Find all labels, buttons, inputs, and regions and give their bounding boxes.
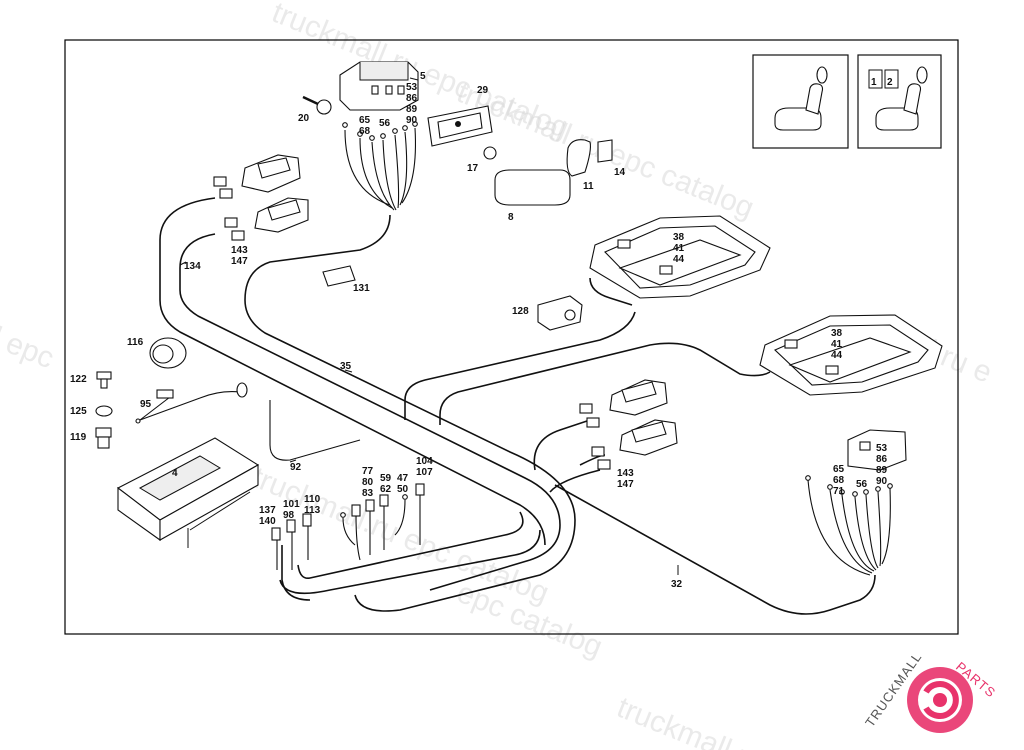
label-50: 50 xyxy=(397,484,409,495)
label-35: 35 xyxy=(340,361,352,372)
label-134: 134 xyxy=(184,261,201,272)
label-4: 4 xyxy=(172,468,178,479)
label-80: 80 xyxy=(362,477,374,488)
label-147-lower: 147 xyxy=(617,479,634,490)
label-86-top: 86 xyxy=(406,93,418,104)
switch-128 xyxy=(537,295,583,331)
label-83: 83 xyxy=(362,488,374,499)
cover-8 xyxy=(494,169,571,206)
lower-right-fan-bundle xyxy=(805,475,893,576)
label-17: 17 xyxy=(467,163,479,174)
label-20: 20 xyxy=(298,113,310,124)
label-65-right: 65 xyxy=(833,464,845,475)
label-14: 14 xyxy=(614,167,626,178)
label-44-lower: 44 xyxy=(831,350,843,361)
watermark-text-bottom: truckmall.ru xyxy=(612,691,768,750)
label-71: 71 xyxy=(833,486,845,497)
label-77: 77 xyxy=(362,466,374,477)
label-98: 98 xyxy=(283,510,295,521)
label-143-lower: 143 xyxy=(617,468,634,479)
screw-20 xyxy=(302,95,332,115)
label-56-top: 56 xyxy=(379,118,391,129)
switch-panel-29 xyxy=(427,105,493,147)
label-125: 125 xyxy=(70,406,87,417)
callout-leaders xyxy=(179,261,679,575)
label-68-top: 68 xyxy=(359,126,371,137)
bottom-connectors xyxy=(271,483,425,570)
label-65-top: 65 xyxy=(359,115,371,126)
label-128: 128 xyxy=(512,306,529,317)
label-116: 116 xyxy=(127,337,144,348)
relay-block-right xyxy=(847,429,907,471)
grommet-116 xyxy=(149,337,187,369)
wire-harness xyxy=(139,197,876,615)
label-90-right: 90 xyxy=(876,476,888,487)
label-59: 59 xyxy=(380,473,392,484)
label-131: 131 xyxy=(353,283,370,294)
label-53-right: 53 xyxy=(876,443,888,454)
sensor-cable-95 xyxy=(135,382,248,424)
label-56-right: 56 xyxy=(856,479,868,490)
bolt-122 xyxy=(96,371,112,389)
label-140: 140 xyxy=(259,516,276,527)
label-38-upper: 38 xyxy=(673,232,685,243)
label-92: 92 xyxy=(290,462,302,473)
seat-inset-2: 1 2 xyxy=(857,54,942,149)
label-68-right: 68 xyxy=(833,475,845,486)
clip-131 xyxy=(322,265,356,287)
seat-module-lower xyxy=(759,314,943,396)
label-47: 47 xyxy=(397,473,409,484)
label-90-top: 90 xyxy=(406,115,418,126)
label-113: 113 xyxy=(304,505,321,516)
inset-digit-2: 2 xyxy=(887,77,893,88)
button-11 xyxy=(566,139,591,177)
part-labels: 5 53 86 89 90 29 20 65 68 56 17 11 14 8 … xyxy=(70,71,888,590)
watermark-text-left: l epc xyxy=(0,321,59,375)
label-101: 101 xyxy=(283,499,300,510)
label-62: 62 xyxy=(380,484,392,495)
cap-14 xyxy=(597,139,613,163)
label-38-lower: 38 xyxy=(831,328,843,339)
nut-119 xyxy=(95,427,112,449)
seat-inset-1 xyxy=(752,54,849,149)
label-41-lower: 41 xyxy=(831,339,843,350)
upper-fan-bundle xyxy=(342,121,418,211)
relay-block-5 xyxy=(339,61,419,111)
label-147-upper: 147 xyxy=(231,256,248,267)
seat-switch-upper-1 xyxy=(213,154,301,199)
truckmall-logo: TRUCKMALL PARTS xyxy=(862,649,999,733)
label-8: 8 xyxy=(508,212,514,223)
seat-switch-upper-2 xyxy=(224,197,309,241)
seat-switch-right-2 xyxy=(591,419,678,470)
seat-switch-right-1 xyxy=(579,379,668,428)
label-53-top: 53 xyxy=(406,82,418,93)
control-unit-4 xyxy=(116,437,260,548)
inset-digit-1: 1 xyxy=(871,77,877,88)
diagram-frame xyxy=(64,39,959,635)
label-29: 29 xyxy=(477,85,489,96)
label-44-upper: 44 xyxy=(673,254,685,265)
label-143-upper: 143 xyxy=(231,245,248,256)
label-89-top: 89 xyxy=(406,104,418,115)
label-86-right: 86 xyxy=(876,454,888,465)
washer-125 xyxy=(95,405,113,417)
label-119: 119 xyxy=(70,432,87,443)
seat-module-upper xyxy=(589,215,771,299)
label-41-upper: 41 xyxy=(673,243,685,254)
label-32: 32 xyxy=(671,579,683,590)
label-5: 5 xyxy=(420,71,426,82)
label-95: 95 xyxy=(140,399,152,410)
label-122: 122 xyxy=(70,374,87,385)
label-104: 104 xyxy=(416,456,433,467)
label-11: 11 xyxy=(583,181,594,192)
label-110: 110 xyxy=(304,494,321,505)
label-137: 137 xyxy=(259,505,276,516)
label-107: 107 xyxy=(416,467,433,478)
label-89-right: 89 xyxy=(876,465,888,476)
clip-17 xyxy=(483,146,497,160)
